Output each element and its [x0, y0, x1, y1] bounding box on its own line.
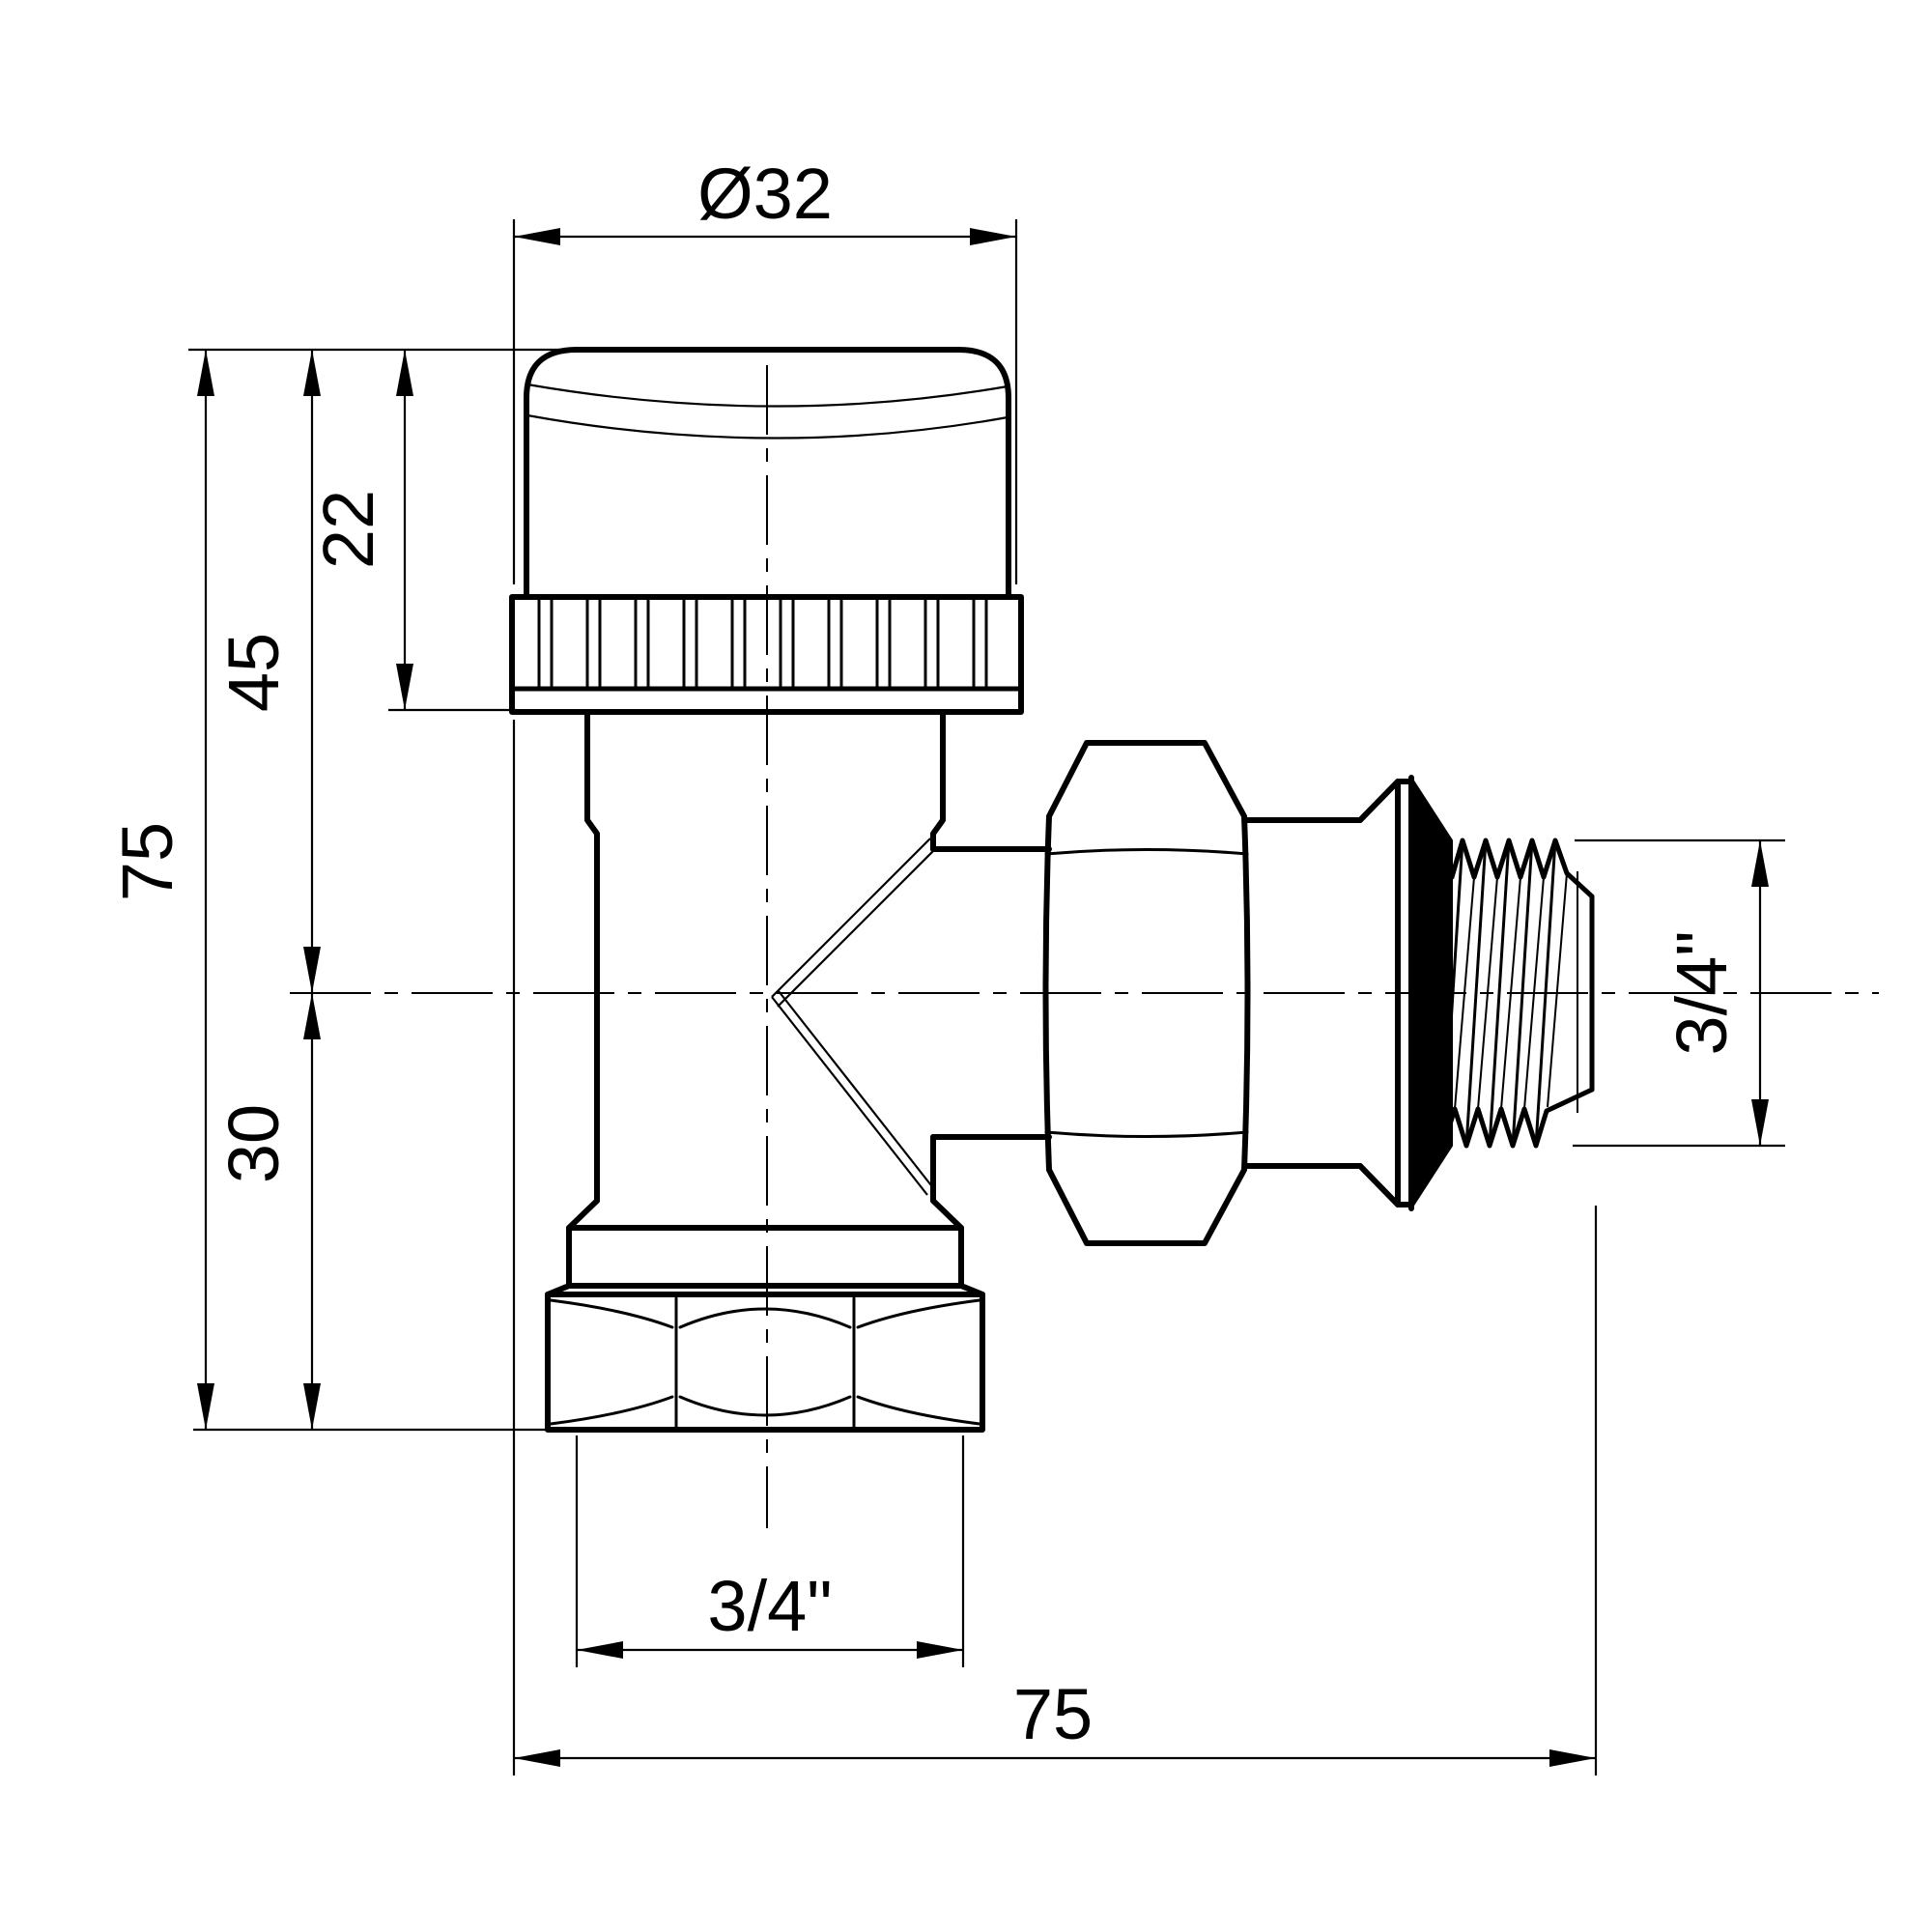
- dim-label-side-thread: 3/4": [1662, 930, 1742, 1055]
- extension-lines: [188, 219, 1785, 1776]
- skirt-band: [566, 1225, 964, 1289]
- union-nut-facet-top: [1044, 848, 1249, 856]
- union-nut: [1042, 740, 1251, 1246]
- knurl-ribs: [537, 597, 988, 689]
- body-skirt: [545, 1198, 985, 1297]
- bottom-nut-top-arcs: [549, 1298, 981, 1329]
- knurl-outline: [509, 594, 1024, 715]
- arrowhead-left: [577, 1641, 623, 1659]
- side-outlet-arm: [930, 846, 1052, 1140]
- valve-body: [584, 709, 946, 1204]
- arrowhead-right: [1549, 1749, 1596, 1767]
- bottom-nut-outline: [545, 1292, 985, 1433]
- tailpiece: [1243, 775, 1414, 1211]
- tailpiece-flange: [1395, 775, 1414, 1211]
- skirt-flares: [566, 1198, 964, 1231]
- dim-axis-to-bottom: 30: [213, 993, 321, 1430]
- dim-top-to-axis: 45: [213, 350, 321, 993]
- arrowhead-bottom: [1751, 1099, 1769, 1146]
- dim-label-top-to-axis: 45: [213, 633, 294, 712]
- thread-root-lines: [1432, 872, 1568, 1110]
- dim-label-axis-to-bottom: 30: [213, 1104, 294, 1183]
- arrowhead-left: [514, 1749, 560, 1767]
- arrowhead-top: [197, 350, 214, 396]
- tailpiece-neck: [1243, 817, 1363, 1169]
- arrowhead-left: [514, 228, 560, 245]
- male-thread: [1410, 777, 1595, 1209]
- dim-overall-length: 75: [514, 1674, 1596, 1767]
- centerlines: [290, 365, 1879, 1528]
- cap-arc-upper: [526, 383, 1009, 408]
- arrowhead-bottom: [303, 947, 321, 993]
- body-left-wall: [584, 709, 600, 1204]
- arrowhead-top: [396, 350, 413, 396]
- arm-edges: [930, 846, 1052, 1140]
- arrowhead-bottom: [197, 1383, 214, 1430]
- dim-overall-height: 75: [107, 350, 214, 1430]
- dim-label-knob-diameter: Ø32: [697, 154, 833, 234]
- bottom-nut-bottom-arcs: [549, 1395, 981, 1426]
- dim-label-knob-height: 22: [308, 490, 388, 569]
- knurled-ring: [509, 594, 1024, 715]
- body-right-wall-upper: [930, 709, 946, 852]
- arrowhead-right: [917, 1641, 963, 1659]
- dim-knob-diameter: Ø32: [514, 154, 1016, 245]
- thread-crest-top: [1449, 838, 1595, 899]
- arrowhead-top: [1751, 840, 1769, 887]
- dim-label-bottom-thread: 3/4": [707, 1566, 832, 1646]
- dim-label-overall-height: 75: [107, 822, 187, 901]
- union-nut-outline: [1042, 740, 1251, 1246]
- seat-cone-lower-lines: [771, 990, 935, 1196]
- arrowhead-top: [303, 993, 321, 1039]
- dim-knob-height: 22: [308, 350, 413, 710]
- dim-bottom-thread: 3/4": [577, 1566, 963, 1659]
- bottom-hex-nut: [545, 1292, 985, 1433]
- thread-flank-lines: [1441, 838, 1557, 1148]
- arrowhead-bottom: [396, 664, 413, 710]
- seat-cone-upper-lines: [771, 838, 937, 1008]
- thread-undercut-black: [1410, 777, 1453, 1209]
- arrowhead-right: [970, 228, 1016, 245]
- valve-cap: [524, 347, 1011, 600]
- tailpiece-cones: [1357, 779, 1401, 1208]
- cap-outline: [524, 347, 1011, 600]
- dim-label-overall-length: 75: [1013, 1674, 1093, 1754]
- arrowhead-bottom: [303, 1383, 321, 1430]
- dim-side-thread: 3/4": [1662, 840, 1769, 1146]
- arrowhead-top: [303, 350, 321, 396]
- union-nut-facet-bottom: [1044, 1130, 1249, 1138]
- bottom-nut-facet-lines: [674, 1296, 856, 1430]
- cap-arc-lower: [526, 413, 1009, 440]
